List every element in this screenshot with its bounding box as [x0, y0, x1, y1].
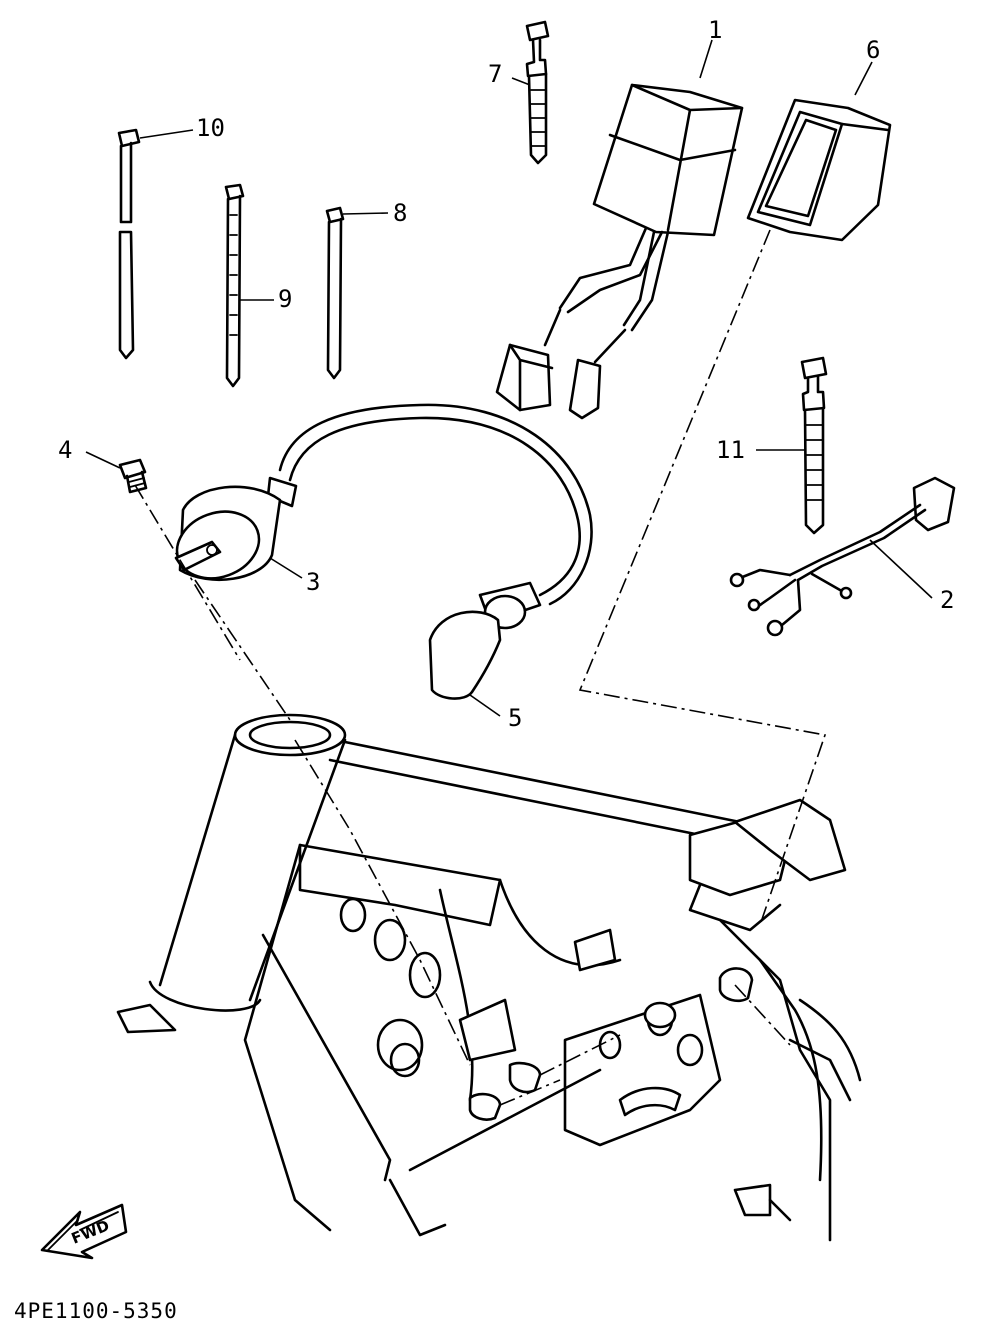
callout-3: 3	[306, 568, 320, 596]
leader-lines	[85, 39, 933, 717]
callout-8: 8	[393, 199, 407, 227]
callout-7: 7	[488, 60, 502, 88]
diagram-code: 4PE1100-5350	[14, 1299, 178, 1323]
callout-5: 5	[508, 704, 522, 732]
callout-1: 1	[708, 16, 722, 44]
cable-tie-7	[525, 20, 550, 165]
callout-4: 4	[58, 436, 72, 464]
callout-9: 9	[278, 285, 292, 313]
callout-11: 11	[716, 436, 745, 464]
callout-6: 6	[866, 36, 880, 64]
callout-labels: 1 6 7 10 8 9 4 11 3 2 5	[58, 16, 954, 732]
callout-2: 2	[940, 586, 954, 614]
assembly-lines	[134, 229, 827, 1106]
wire-harness	[729, 476, 956, 637]
cable-tie-9	[224, 183, 245, 388]
ignition-coil	[174, 403, 593, 606]
spark-plug-cap	[428, 581, 542, 700]
screw	[118, 458, 148, 494]
cable-tie-10	[117, 128, 141, 360]
fwd-arrow-icon: FWD	[40, 1203, 128, 1260]
cdi-unit	[495, 83, 744, 420]
cable-tie-8	[325, 206, 345, 380]
motorcycle-frame	[116, 713, 862, 1242]
cdi-cover	[746, 98, 892, 242]
callout-10: 10	[196, 114, 225, 142]
cable-tie-11	[800, 356, 828, 535]
